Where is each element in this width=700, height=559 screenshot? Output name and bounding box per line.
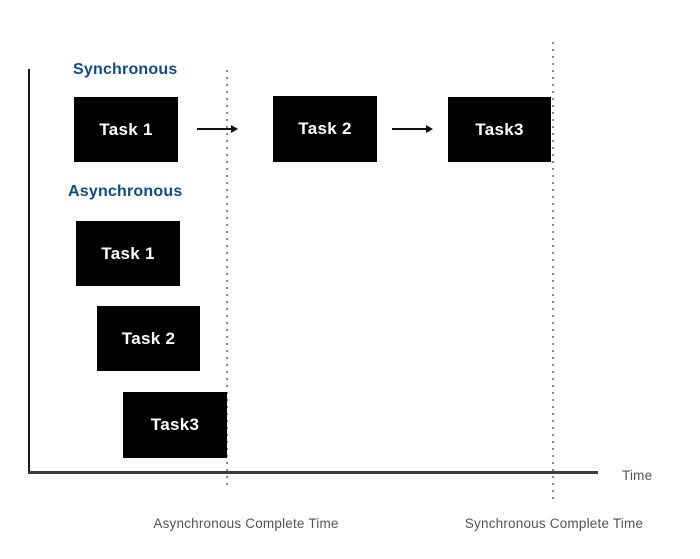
arrow-sync-task2-to-task3 xyxy=(392,124,433,134)
async-task-1-box: Task 1 xyxy=(76,221,180,286)
time-axis-label: Time xyxy=(622,468,653,483)
sync-complete-marker-line xyxy=(552,42,554,499)
sync-task-3-box: Task3 xyxy=(448,97,551,162)
arrow-sync-task1-to-task2 xyxy=(197,124,238,134)
asynchronous-section-label: Asynchronous xyxy=(68,183,183,200)
sync-task-1-box: Task 1 xyxy=(74,97,178,162)
arrow-head-icon xyxy=(231,125,238,133)
sync-complete-time-caption: Synchronous Complete Time xyxy=(464,516,644,531)
async-task-2-box: Task 2 xyxy=(97,306,200,371)
async-task-3-box: Task3 xyxy=(123,392,227,458)
synchronous-section-label: Synchronous xyxy=(73,61,178,78)
arrow-shaft xyxy=(392,128,426,130)
arrow-shaft xyxy=(197,128,231,130)
arrow-head-icon xyxy=(426,125,433,133)
sync-task-2-box: Task 2 xyxy=(273,96,377,162)
x-axis-line xyxy=(28,471,598,474)
y-axis-line xyxy=(28,69,30,473)
async-complete-marker-line xyxy=(226,70,228,490)
async-complete-time-caption: Asynchronous Complete Time xyxy=(153,516,339,531)
